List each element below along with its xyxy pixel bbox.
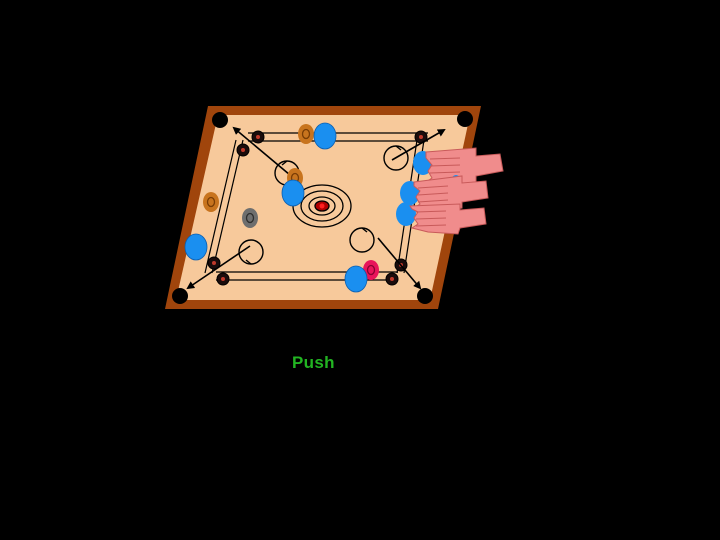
rotation-arrow-icon xyxy=(349,227,375,253)
striker-icon[interactable] xyxy=(184,233,208,261)
pocket-icon xyxy=(457,111,473,127)
carrom-board xyxy=(165,106,481,309)
guide-arrows xyxy=(186,126,446,290)
striker-icon[interactable] xyxy=(313,122,337,150)
striker-icon[interactable] xyxy=(281,179,305,207)
coin-icon[interactable] xyxy=(203,192,219,212)
queen-icon[interactable] xyxy=(363,260,379,280)
hand-icon xyxy=(413,147,504,187)
guide-arrow-icon xyxy=(232,126,297,181)
rotation-arrow-icon xyxy=(238,239,264,265)
hands-group xyxy=(396,147,504,235)
coin-icon[interactable] xyxy=(298,124,314,144)
guide-arrow-icon xyxy=(391,129,446,161)
hand-icon xyxy=(396,202,487,235)
guide-arrow-icon xyxy=(377,237,422,290)
push-action-label[interactable]: Push xyxy=(292,353,335,372)
pocket-icon xyxy=(212,112,228,128)
blue-pieces xyxy=(184,122,368,293)
rotation-arrow-icon xyxy=(383,145,409,171)
pockets xyxy=(172,111,473,304)
striker-icon[interactable] xyxy=(344,265,368,293)
pocket-icon xyxy=(172,288,188,304)
coin-icon[interactable] xyxy=(242,208,258,228)
pocket-icon xyxy=(417,288,433,304)
